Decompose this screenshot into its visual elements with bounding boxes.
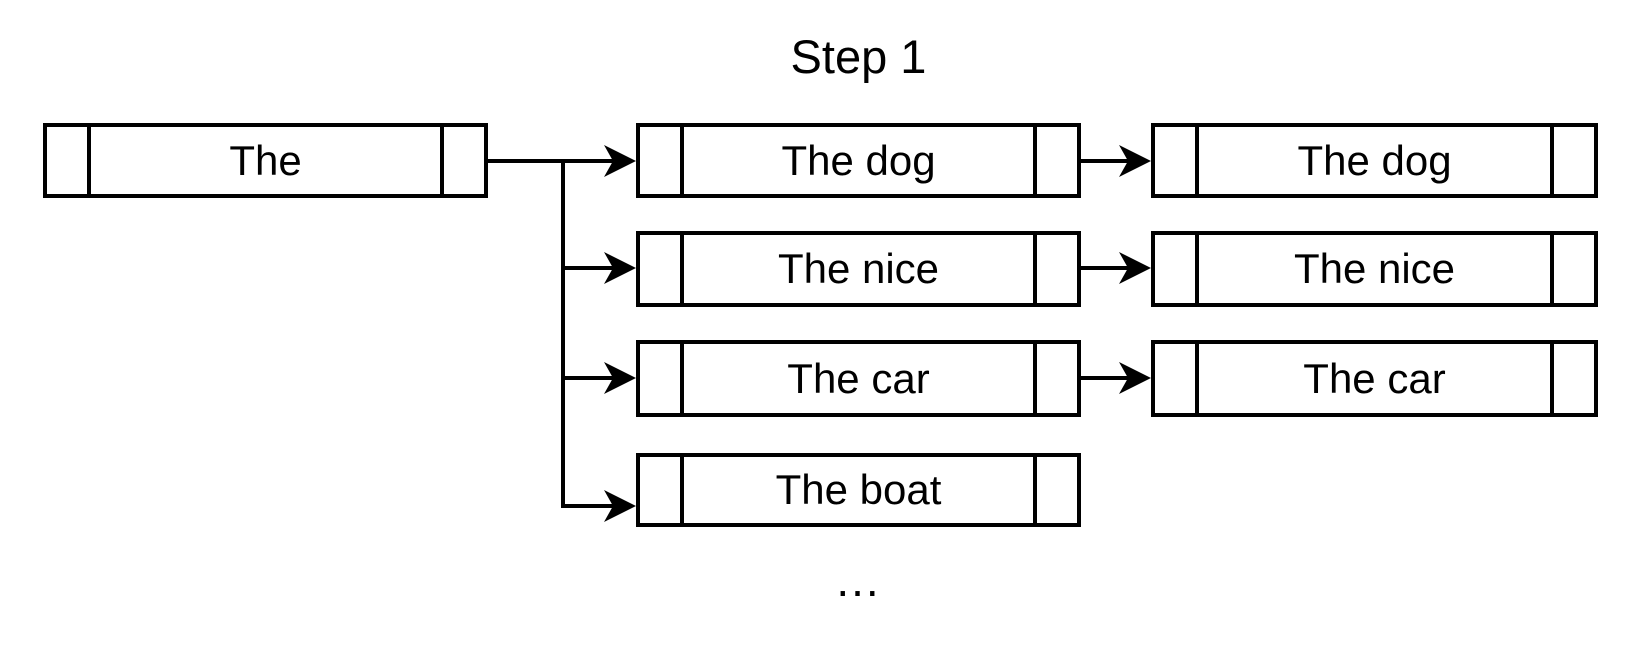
box-label: The dog xyxy=(781,136,936,184)
box-end-cell xyxy=(1033,127,1077,194)
box-label: The car xyxy=(787,354,930,402)
box-end-cell xyxy=(1033,457,1077,523)
connector-branch-step1.3-arrowhead xyxy=(604,490,636,522)
box-continuation-the-car: The car xyxy=(1151,340,1598,417)
connector-branch-step1.0-arrowhead xyxy=(604,145,636,177)
connector-step1.1-to-continuations.1-arrowhead xyxy=(1119,252,1151,284)
box-start-cell xyxy=(640,127,684,194)
box-label: The nice xyxy=(777,245,940,292)
box-end-cell xyxy=(1033,235,1077,303)
box-step1-the-boat: The boat xyxy=(636,453,1081,527)
box-root: The xyxy=(43,123,488,198)
box-label: The car xyxy=(1303,354,1446,402)
connector-branch-step1.2-arrowhead xyxy=(604,362,636,394)
box-label: The boat xyxy=(775,466,942,513)
box-step1-the-nice: The nice xyxy=(636,231,1081,307)
box-end-cell xyxy=(1550,344,1594,413)
box-start-cell xyxy=(47,127,91,194)
box-end-cell xyxy=(440,127,484,194)
box-start-cell xyxy=(640,344,684,413)
box-label: The xyxy=(229,136,302,184)
box-end-cell xyxy=(1033,344,1077,413)
connector-step1.0-to-continuations.0-arrowhead xyxy=(1119,145,1151,177)
box-end-cell xyxy=(1550,235,1594,303)
connector-step1.2-to-continuations.2-arrowhead xyxy=(1119,362,1151,394)
box-continuation-the-dog: The dog xyxy=(1151,123,1598,198)
box-start-cell xyxy=(640,457,684,523)
box-label: The dog xyxy=(1297,136,1452,184)
box-end-cell xyxy=(1550,127,1594,194)
box-start-cell xyxy=(1155,235,1199,303)
box-step1-the-car: The car xyxy=(636,340,1081,417)
connector-branch-step1.1-arrowhead xyxy=(604,252,636,284)
continuation-ellipsis: ... xyxy=(836,554,881,606)
box-start-cell xyxy=(1155,127,1199,194)
box-label: The nice xyxy=(1293,245,1456,292)
box-step1-the-dog: The dog xyxy=(636,123,1081,198)
box-start-cell xyxy=(1155,344,1199,413)
box-continuation-the-nice: The nice xyxy=(1151,231,1598,307)
box-start-cell xyxy=(640,235,684,303)
step-title: Step 1 xyxy=(790,30,927,83)
